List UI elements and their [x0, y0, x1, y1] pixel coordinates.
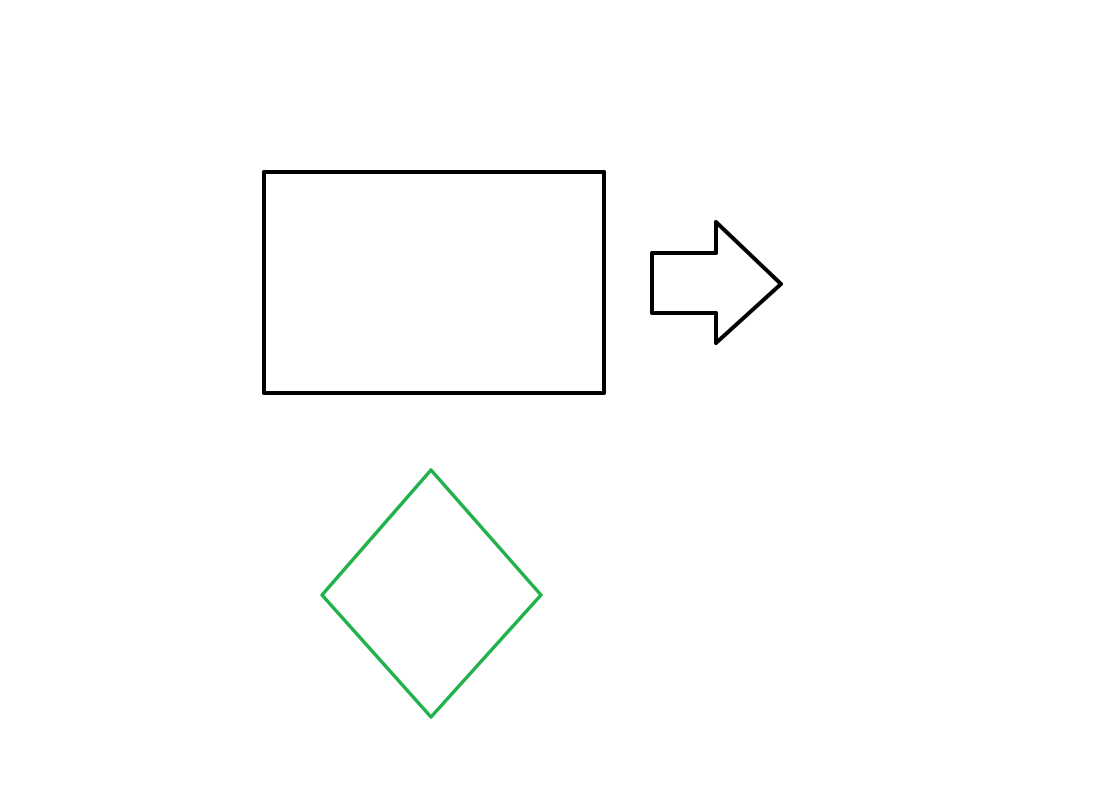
diamond-shape[interactable] — [320, 468, 543, 719]
right-arrow-shape[interactable] — [650, 220, 783, 345]
rectangle-shape[interactable] — [262, 170, 606, 395]
